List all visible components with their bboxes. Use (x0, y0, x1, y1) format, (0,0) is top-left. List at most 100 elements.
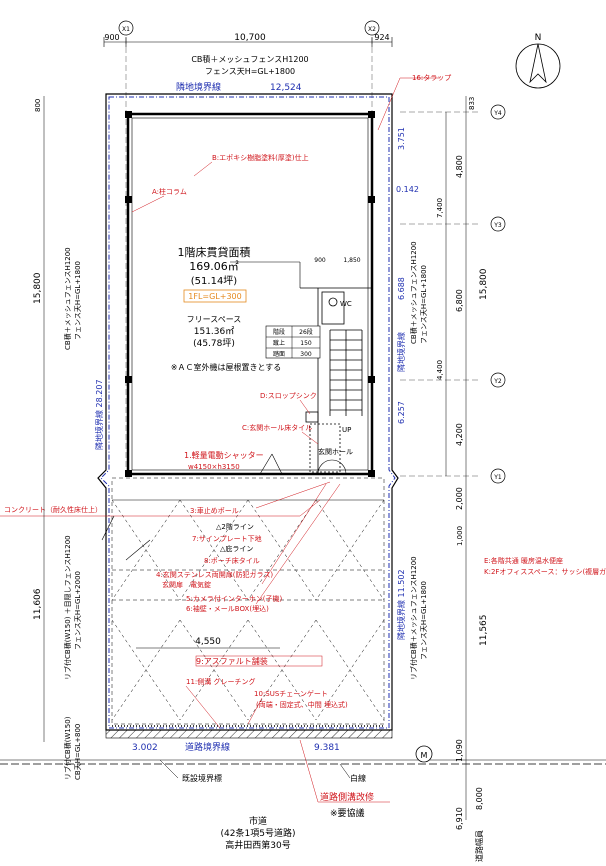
callout-6: 6:袖壁・メールBOX(埋込) (186, 604, 269, 613)
callouts: A:柱コラム B:エポキシ樹脂塗料(厚塗)仕上 D:スロップシンク C:玄関ホー… (0, 73, 606, 803)
right-dim-6910: 6,910 (455, 807, 464, 830)
level-box (183, 289, 247, 303)
callout-1b: w4150×h3150 (188, 463, 240, 471)
left-fence-1b: フェンス天H=GL+1800 (74, 261, 82, 340)
stair-table-cell: 階段 (273, 328, 285, 336)
road-area: M (0, 745, 606, 779)
inner-dim-b: 1,850 (343, 257, 360, 264)
column (368, 376, 375, 383)
grid-label-y2: Y2 (493, 378, 502, 385)
stair-table: 階段 26段 蹴上 150 踏面 300 (265, 325, 321, 359)
column (368, 111, 375, 118)
boundary-top-label: 隣地境界線 (176, 81, 221, 93)
grid-bubbles: X1 X2 Y1 Y2 Y3 Y4 (118, 20, 506, 484)
grid-label-y4: Y4 (493, 110, 502, 117)
right-fence-1a: CB積＋メッシュフェンスH1200 (409, 241, 418, 344)
right-dim-1000: 1,000 (456, 526, 464, 546)
right-dim-4800: 4,800 (455, 155, 464, 178)
up-label: UP (342, 426, 351, 434)
ac-note: ※ＡＣ室外機は屋根置きとする (171, 362, 281, 372)
right-dim-blue-3: 6.257 (397, 401, 406, 424)
callout-8: 8:ポーチ床タイル (204, 556, 260, 565)
column (125, 196, 132, 203)
top-fence-line1: CB積＋メッシュフェンスH1200 (191, 54, 308, 64)
callout-5: 5:カメラ付インターホン(子機) (186, 594, 283, 603)
boundary-road-label: 道路境界線 (185, 741, 230, 753)
floor-area-tsubo: (51.14坪) (191, 274, 238, 287)
right-dim-blue-0: 3.751 (397, 127, 406, 150)
left-fence-1a: CB積＋メッシュフェンスH1200 (63, 247, 72, 350)
boundary-right-lower-label: 隣地境界線 11.502 (396, 569, 406, 640)
right-dim-4200: 4,200 (455, 423, 464, 446)
right-dim-2000: 2,000 (455, 487, 464, 510)
stair-table-cell: 150 (300, 340, 312, 347)
stair-table-cell: 26段 (299, 328, 313, 336)
grid-bubble-x1 (118, 20, 134, 36)
dim-4550-label: 4,550 (195, 637, 221, 647)
dim-4550: 4,550 (136, 637, 280, 649)
boundary-road-right: 9.381 (314, 743, 340, 753)
right-fence-2b: フェンス天H=GL+1800 (420, 581, 428, 660)
callout-9: 9:アスファルト舗装 (196, 656, 268, 666)
road-label: 市道 (249, 815, 267, 827)
right-dim-11565: 11,565 (479, 615, 489, 647)
right-dim-833: 833 (468, 97, 476, 110)
free-space-tsubo: (45.78坪) (193, 338, 235, 349)
callout-7: 7:サインプレート下地 (192, 534, 262, 543)
left-fence-3b: CB天H=GL+800 (74, 724, 82, 780)
callout-4b: 玄関扉 電気錠 (162, 580, 211, 589)
boundary-left-label: 隣地境界線 28.207 (94, 379, 104, 450)
flow-arrows (101, 515, 151, 561)
column (125, 470, 132, 477)
callout-10: 10:SUSチェーンゲート (254, 689, 328, 698)
callout-a: A:柱コラム (152, 187, 187, 196)
stair-table-cell: 蹴上 (273, 339, 285, 347)
road-number: (42条1項5号道路) (221, 827, 296, 839)
consult-note: ※要協議 (330, 807, 365, 819)
callout-1: 1.軽量電動シャッター (184, 451, 264, 460)
stair-table-cell: 踏面 (273, 350, 285, 358)
column (125, 111, 132, 118)
grid-bubble-y1 (490, 468, 506, 484)
free-space-label: フリースペース (187, 315, 242, 324)
grid-label-x1: X1 (122, 26, 130, 33)
floor-area-title: 1階床貫貸面積 (178, 245, 251, 259)
core-area (230, 261, 372, 475)
column (368, 470, 375, 477)
road-name: 高井田西第30号 (225, 839, 290, 851)
right-dimensions: 833 4,800 7,400 15,800 6,800 4,400 4,200… (436, 96, 489, 862)
callout-3: 3:車止めポール (190, 506, 239, 515)
left-dimensions: 800 15,800 11,606 CB積＋メッシュフェンスH1200 フェンス… (33, 96, 82, 780)
right-dim-6800: 6,800 (455, 289, 464, 312)
callout-d: D:スロップシンク (260, 392, 317, 400)
right-dim-1090: 1,090 (455, 739, 464, 762)
callout-concrete: コンクリート（耐久性床仕上） (4, 505, 102, 514)
callout-c: C:玄関ホール床タイル (242, 423, 312, 432)
entrance-label: 玄関ホール (318, 447, 353, 456)
callout-b: B:エポキシ樹脂塗料(厚塗)仕上 (212, 153, 309, 162)
right-dim-blue-1: 0.142 (396, 185, 419, 194)
road-width-label: 道路幅員 (474, 830, 484, 862)
right-dim-4400: 4,400 (436, 360, 444, 380)
mark-floor-line: △庇ライン (220, 544, 253, 553)
top-dim-left: 900 (104, 33, 119, 42)
callout-10b: (両端・固定式、中間 埋込式) (256, 700, 348, 709)
column (125, 376, 132, 383)
top-dim-right: 924 (374, 33, 389, 42)
top-dim-main: 10,700 (234, 33, 266, 43)
stair-table-cell: 300 (300, 351, 312, 358)
right-dim-8000: 8,000 (475, 787, 484, 810)
floor-area-sqm: 169.06㎡ (189, 260, 239, 273)
boundary-right-upper-label: 隣地境界線 (396, 332, 406, 372)
left-dim-11606: 11,606 (33, 588, 43, 620)
grid-label-x2: X2 (368, 26, 376, 33)
right-fence-2a: リブ付CB積＋メッシュフェンスH1200 (409, 556, 418, 680)
building-outline (125, 111, 375, 477)
free-space-sqm: 151.36㎡ (194, 326, 235, 337)
right-dim-blue-2: 6.688 (397, 277, 406, 300)
grid-bubble-y4 (490, 104, 506, 120)
left-fence-2b: フェンス天H=GL+2000 (74, 571, 82, 650)
left-dim-800: 800 (34, 99, 42, 112)
top-fence-line2: フェンス天H=GL+1800 (205, 67, 295, 76)
